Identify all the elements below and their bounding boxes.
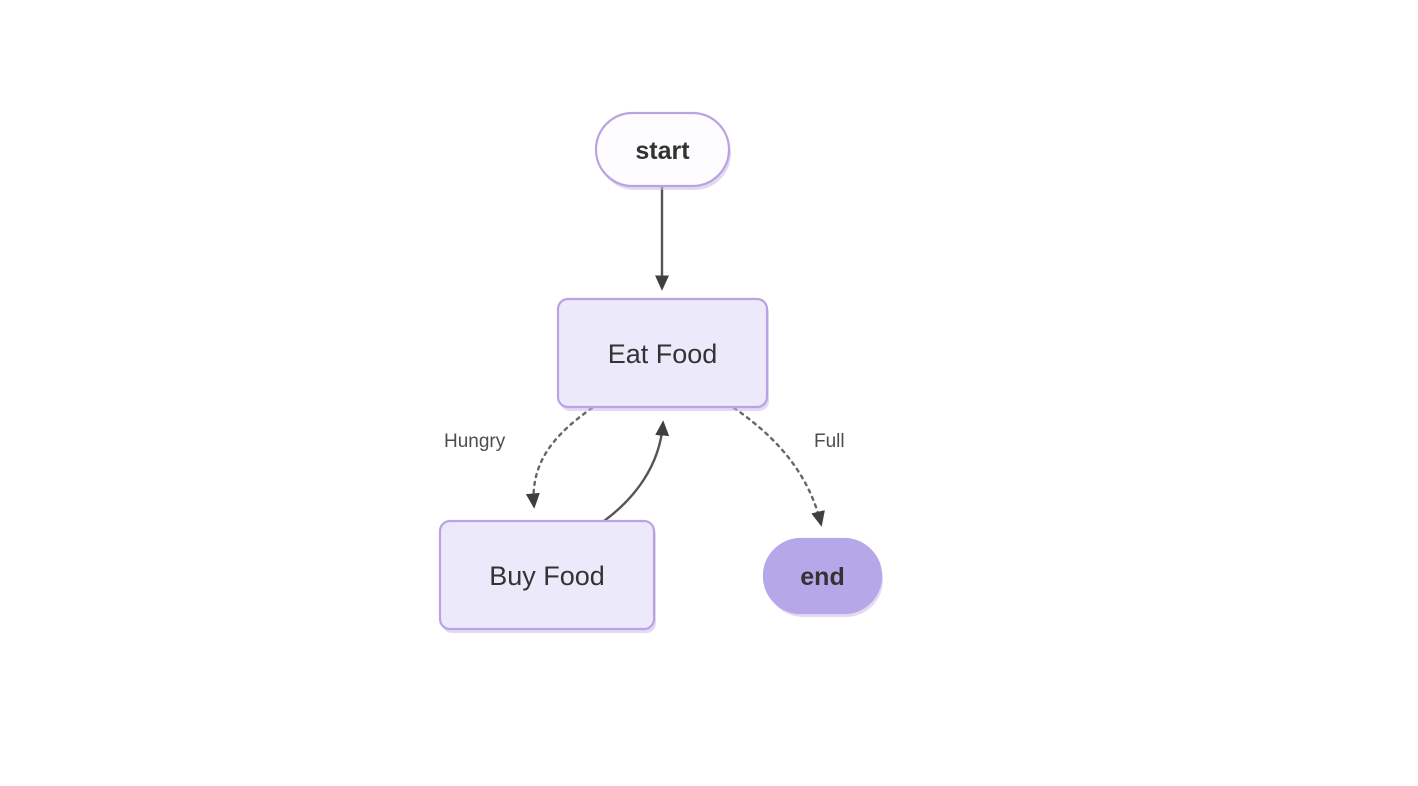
node-end[interactable]: end [762, 537, 883, 617]
node-label-end: end [800, 563, 844, 591]
edge-line [603, 420, 670, 522]
node-eat-food[interactable]: Eat Food [556, 297, 769, 411]
edge-buy-food-to-eat-food [603, 420, 670, 522]
edge-label-hungry: Hungry [444, 431, 506, 452]
node-background [556, 297, 769, 409]
node-label-start: start [635, 137, 690, 165]
node-background [762, 537, 883, 615]
edge-label-full: Full [814, 431, 845, 452]
edge-line [732, 406, 825, 527]
node-label-eat-food: Eat Food [608, 339, 718, 369]
edge-line [525, 406, 594, 509]
edge-eat-food-to-buy-food [525, 406, 594, 509]
node-label-buy-food: Buy Food [489, 561, 605, 591]
node-background [438, 519, 656, 631]
node-start[interactable]: start [594, 111, 731, 190]
node-background [594, 111, 731, 188]
edge-eat-food-to-end [732, 406, 825, 527]
node-buy-food[interactable]: Buy Food [438, 519, 656, 633]
